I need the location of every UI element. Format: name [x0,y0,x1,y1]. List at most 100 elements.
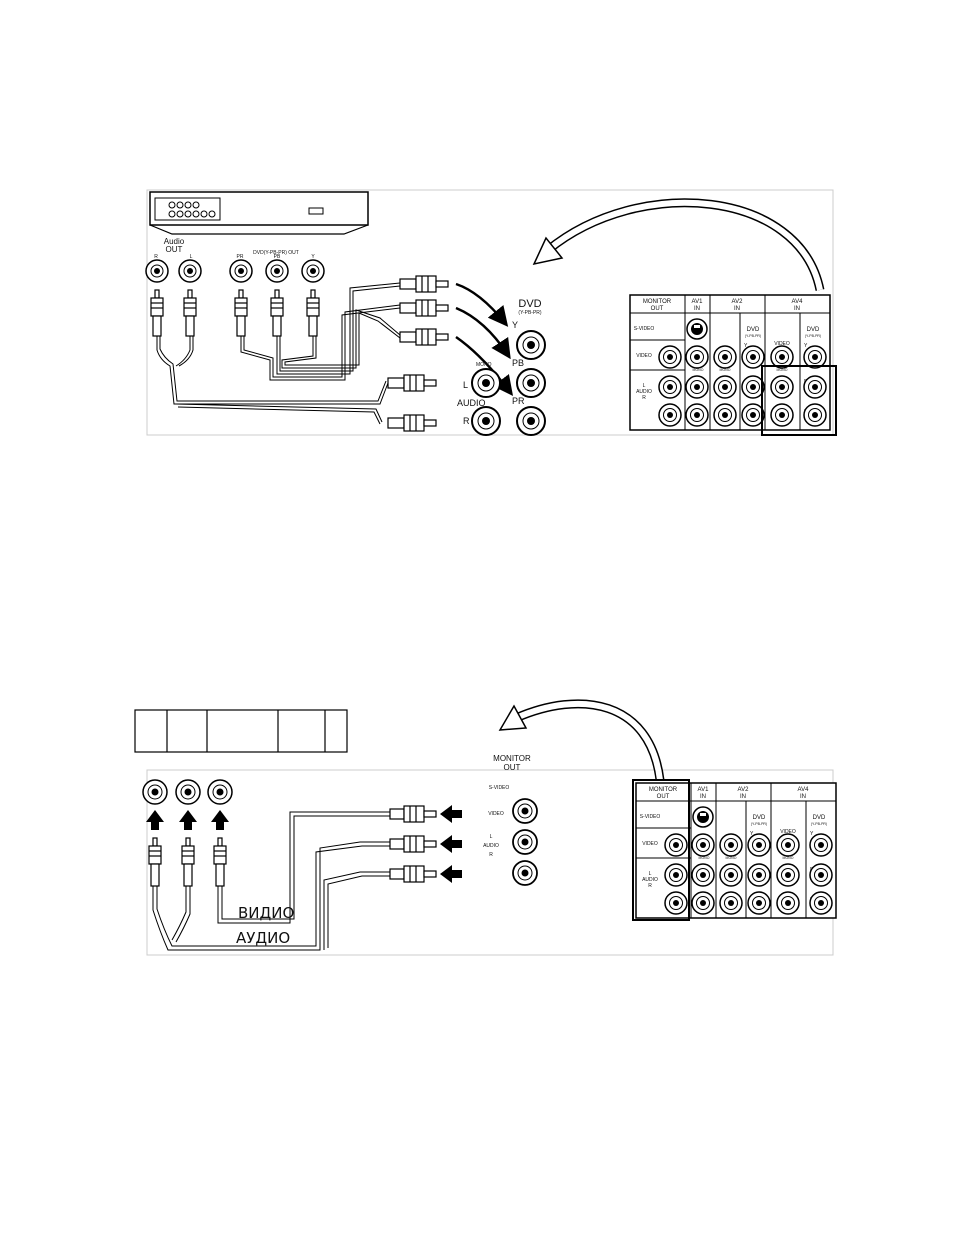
zoom-dvd-label: DVD [518,298,541,310]
jack-av1-2 [685,403,709,427]
panel-av4-video-label: VIDEO [780,829,796,835]
panel-dvd-label: DVD [747,327,760,333]
diagram1-plug-arrows [455,282,514,396]
jack-zoom-audio-l [471,368,501,398]
panel-video-label: VIDEO [642,841,658,847]
panel-av4-video-label: VIDEO [774,341,790,347]
dvd-player-back-sketch [149,191,369,235]
monitor-left-arrows [440,805,462,883]
panel-mono2-label: MONO [720,368,731,372]
pb-label: PB [274,254,281,260]
diagram1-cables [156,282,401,425]
jack-s-video [686,318,708,340]
jack-av2-0 [713,345,737,369]
panel-s-video-label: S-VIDEO [634,326,655,332]
jack-monitor-0 [664,833,688,857]
jack-dvd-2 [741,403,765,427]
jack-monitor-video [512,798,538,824]
jack-av4-1 [776,863,800,887]
jack-dvd-0 [741,345,765,369]
panel-y-label: Y [744,343,748,349]
diagram2-cables [152,811,390,951]
device-input-jacks [142,779,233,805]
jack-dvd-1 [747,863,771,887]
y-label: Y [311,254,315,260]
jack-zoom-pr [516,406,546,436]
jack-av1-1 [685,375,709,399]
panel-video-label: VIDEO [636,353,652,359]
tv-side-plugs [387,275,449,432]
jack-av2-2 [719,891,743,915]
jack-av2-1 [719,863,743,887]
jack-monitor-1 [664,863,688,887]
jack-dvd-pr [229,259,253,283]
tv-dvd-input-zoom: DVD (Y-PB-PR) Y PB PR MONO L AUDIO R [457,298,546,436]
jack-s-video [692,806,714,828]
panel-dvd4-sub-label: (Y-PB-PR) [805,334,821,338]
jack-av4-0 [770,345,794,369]
panel-dvd4-sub-label: (Y-PB-PR) [811,822,827,826]
jack-av4-2 [770,403,794,427]
jack-monitor-1 [658,375,682,399]
component-out-label: DVD(Y-PB-PR) OUT [253,250,299,256]
jack-dvd-y [301,259,325,283]
jack-av1-0 [685,345,709,369]
jack-dvd-0 [747,833,771,857]
panel-y4-label: Y [804,343,808,349]
jack-dvd-audio-r [145,259,169,283]
jack-av1-0 [691,833,715,857]
audio-r-label: R [154,254,158,260]
jack-monitor-2 [664,891,688,915]
panel-dvd-sub-label: (Y-PB-PR) [751,822,767,826]
jack-av4-2 [776,891,800,915]
diagram2-callout-arrow [498,699,665,781]
zoom-video-label: VIDEO [488,811,504,817]
monitor-out-highlight-box [632,779,690,921]
jack-dvd4-1 [809,863,833,887]
jack-av2-2 [713,403,737,427]
jack-av2-1 [713,375,737,399]
external-device-box [134,709,348,753]
jack-av1-2 [691,891,715,915]
jack-dvd4-2 [803,403,827,427]
panel-mono2-label: MONO [726,856,737,860]
jack-zoom-pb [516,368,546,398]
dvd-side-plugs [150,289,320,337]
jack-zoom-audio-r [471,406,501,436]
panel-mono-label: MONO [693,368,704,372]
panel-y4-label: Y [810,831,814,837]
panel-y-label: Y [750,831,754,837]
panel-s-video-label: S-VIDEO [640,814,661,820]
jack-dvd4-0 [803,345,827,369]
jack-av1-1 [691,863,715,887]
panel-dvd4-label: DVD [813,815,826,821]
zoom-audio-label: AUDIO [457,398,486,408]
zoom-r-label: R [463,416,470,426]
panel-mono4-label: MONO [777,368,788,372]
dvd-component-out: DVD(Y-PB-PR) OUT PR PB Y [229,250,325,283]
panel-dvd4-label: DVD [807,327,820,333]
audio-l-label: L [190,254,193,260]
jack-monitor-2 [658,403,682,427]
zoom-pr-label: PR [512,396,525,406]
jack-dvd-2 [747,891,771,915]
zoom-dvd-sub-label: (Y-PB-PR) [518,310,541,316]
device-up-arrows [146,810,229,830]
diagram1-callout-arrow [532,198,825,291]
